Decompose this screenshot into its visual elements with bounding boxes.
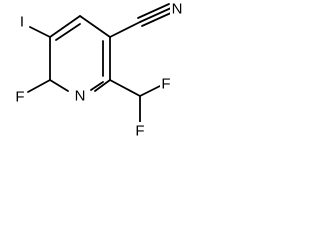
atom-nitrile-n: N [172,1,183,18]
bond-chf2-f-right [139,85,161,97]
bond-triple-1 [139,7,172,23]
bond-c6-n-double [90,81,104,91]
atom-cf2h-fluorine-right: F [161,76,170,93]
label-bg-cf2h-fluorine-bottom [134,122,146,139]
bond-c-i [29,26,51,38]
label-bg-iodine [17,14,29,31]
bond-triple-2 [137,3,170,19]
atom-ring-nitrogen: N [75,88,86,105]
atom-iodine: I [20,14,24,31]
bond-triple-3 [141,11,174,27]
bond-c-cn [109,21,141,38]
molecule-structure: N I F N F F [14,0,184,140]
bond-c3-c4 [79,15,111,38]
structure-canvas: N I F N F F [0,0,188,158]
label-bg-ring-nitrogen [73,87,87,105]
bond-c-chf2 [109,79,141,97]
bond-n-c6-gap [49,79,69,92]
atom-cf2h-fluorine-bottom: F [135,123,144,140]
bond-c5-c6 [94,79,111,92]
label-bg-cf2h-fluorine-right [160,76,172,93]
label-bg-ring-fluorine [14,88,26,105]
bond-c-f [27,79,51,93]
label-bg-nitrile-n [170,0,184,16]
atom-ring-fluorine: F [15,89,24,106]
bond-c3-c4a-inner [55,23,81,41]
bond-c3-c4a [49,15,81,38]
